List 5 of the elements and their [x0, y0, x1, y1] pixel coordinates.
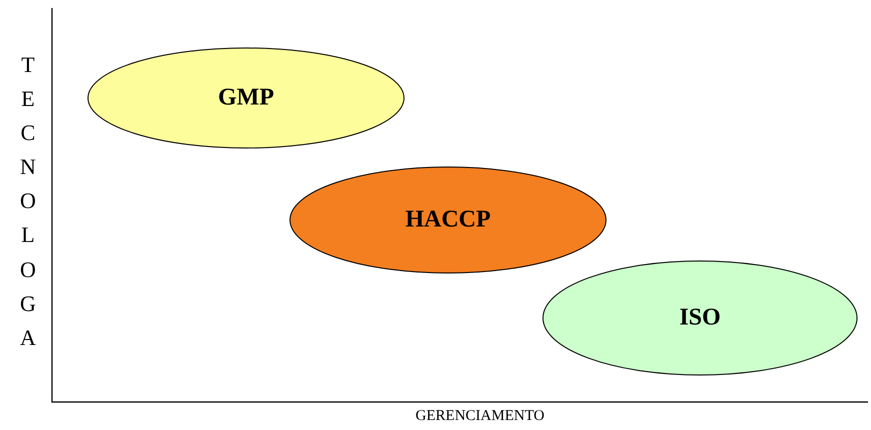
- ellipse-label: ISO: [678, 304, 722, 332]
- x-axis-title: GERENCIAMENTO: [414, 408, 546, 425]
- ellipse-label: GMP: [217, 84, 275, 112]
- ellipse-label: HACCP: [404, 206, 492, 234]
- y-axis-title: TECNOLOGA: [19, 51, 37, 352]
